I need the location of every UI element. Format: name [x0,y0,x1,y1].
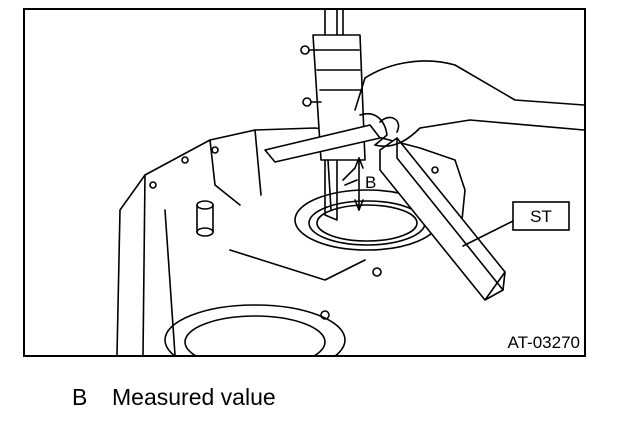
dimension-label: B [365,173,376,192]
depth-gauge [264,10,381,221]
special-tool-straight-edge [379,137,506,301]
st-label: ST [530,207,552,226]
legend-text: Measured value [112,384,276,410]
legend: B Measured value [72,384,276,411]
st-leader-line [462,219,516,247]
legend-key: B [72,384,88,410]
st-callout: ST [512,201,570,231]
lower-bore [164,304,346,355]
dowel-post [196,200,214,237]
figure-frame: B ST AT-03270 [23,8,586,357]
dimension-b-indicator [342,157,364,211]
depth-gauge-illustration: B ST [116,10,584,355]
figure-id: AT-03270 [507,333,580,352]
technician-hand [354,60,584,147]
